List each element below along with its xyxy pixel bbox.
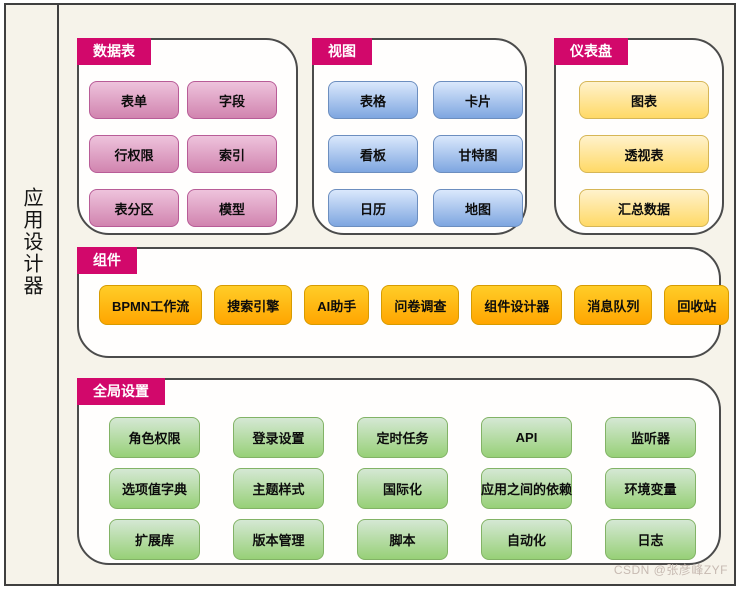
node-listener: 监听器 [605,417,696,458]
csdn-watermark: CSDN @张彦峰ZYF [613,563,728,577]
node-bpmn-workflow: BPMN工作流 [99,285,203,325]
section-global-settings: 全局设置 角色权限 登录设置 定时任务 API 监听器 选项值字典 主题样式 国… [77,378,721,565]
node-app-dependencies: 应用之间的依赖 [481,468,572,509]
node-theme-style: 主题样式 [233,468,324,509]
node-calendar: 日历 [328,189,418,227]
section-dashboard: 仪表盘 图表 透视表 汇总数据 [554,38,724,235]
node-role-permission: 角色权限 [109,417,200,458]
node-log: 日志 [605,519,696,560]
node-login-settings: 登录设置 [233,417,324,458]
datatable-grid: 表单 字段 行权限 索引 表分区 模型 [89,81,277,227]
node-option-dictionary: 选项值字典 [109,468,200,509]
node-gantt: 甘特图 [433,135,523,173]
section-datatable: 数据表 表单 字段 行权限 索引 表分区 模型 [77,38,298,235]
app-designer-frame: 应用设计器 数据表 表单 字段 行权限 索引 表分区 模型 视图 表格 卡片 看… [4,3,736,586]
section-components: 组件 BPMN工作流 搜索引擎 AI助手 问卷调查 组件设计器 消息队列 回收站 [77,247,730,358]
node-field: 字段 [187,81,277,119]
global-settings-grid: 角色权限 登录设置 定时任务 API 监听器 选项值字典 主题样式 国际化 应用… [109,417,696,560]
node-ai-assistant: AI助手 [304,285,370,325]
node-automation: 自动化 [481,519,572,560]
section-views-tab: 视图 [312,38,372,65]
node-message-queue: 消息队列 [574,285,653,325]
sidebar: 应用设计器 [6,5,59,584]
node-component-designer: 组件设计器 [471,285,563,325]
section-global-settings-tab: 全局设置 [77,378,165,405]
node-index: 索引 [187,135,277,173]
node-model: 模型 [187,189,277,227]
app-designer-title: 应用设计器 [20,187,42,297]
node-scheduled-tasks: 定时任务 [357,417,448,458]
node-api: API [481,417,572,458]
node-survey: 问卷调查 [381,285,460,325]
node-summary-data: 汇总数据 [579,189,709,227]
node-search-engine: 搜索引擎 [214,285,293,325]
node-table-view: 表格 [328,81,418,119]
section-components-tab: 组件 [77,247,137,274]
node-chart: 图表 [579,81,709,119]
node-version-management: 版本管理 [233,519,324,560]
node-row-permission: 行权限 [89,135,179,173]
components-row: BPMN工作流 搜索引擎 AI助手 问卷调查 组件设计器 消息队列 回收站 [99,285,730,325]
section-views: 视图 表格 卡片 看板 甘特图 日历 地图 [312,38,527,235]
node-form: 表单 [89,81,179,119]
section-datatable-tab: 数据表 [77,38,151,65]
node-script: 脚本 [357,519,448,560]
node-table-partition: 表分区 [89,189,179,227]
section-dashboard-tab: 仪表盘 [554,38,628,65]
node-extension-library: 扩展库 [109,519,200,560]
views-grid: 表格 卡片 看板 甘特图 日历 地图 [328,81,523,227]
node-kanban: 看板 [328,135,418,173]
node-recycle-bin: 回收站 [664,285,730,325]
node-i18n: 国际化 [357,468,448,509]
node-map: 地图 [433,189,523,227]
dashboard-grid: 图表 透视表 汇总数据 [579,81,709,227]
node-env-variables: 环境变量 [605,468,696,509]
node-card-view: 卡片 [433,81,523,119]
node-pivot-table: 透视表 [579,135,709,173]
